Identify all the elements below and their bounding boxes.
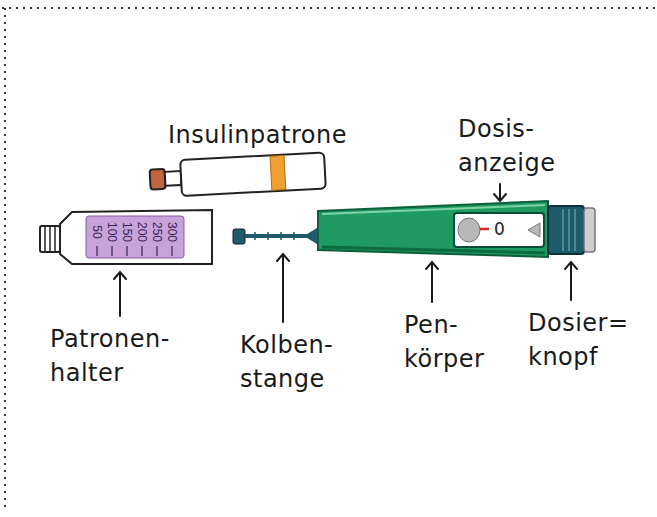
part-name: Patronen- halter xyxy=(50,322,170,390)
part-name: Dosis- anzeige xyxy=(458,112,555,180)
scale-number: 100 xyxy=(105,222,119,242)
pen-body xyxy=(318,201,548,257)
part-name: Insulinpatrone xyxy=(168,118,347,152)
insulin-cartridge xyxy=(149,152,326,197)
part-name: Dosier= knopf xyxy=(528,306,629,374)
scale-number: 200 xyxy=(135,222,149,242)
scale-number: 50 xyxy=(90,225,104,238)
cartridge-holder xyxy=(40,210,212,264)
plunger-rod xyxy=(233,226,320,246)
dose-knob xyxy=(548,206,595,254)
dose-value: 0 xyxy=(494,219,505,239)
scale-number: 150 xyxy=(120,222,134,242)
frame-line xyxy=(2,7,655,9)
part-name: Pen- körper xyxy=(404,308,484,376)
scale-number: 300 xyxy=(165,222,179,242)
frame-line xyxy=(4,8,6,512)
scale-number: 250 xyxy=(150,222,164,242)
leader-arrows xyxy=(114,184,577,322)
part-name: Kolben- stange xyxy=(240,328,333,396)
